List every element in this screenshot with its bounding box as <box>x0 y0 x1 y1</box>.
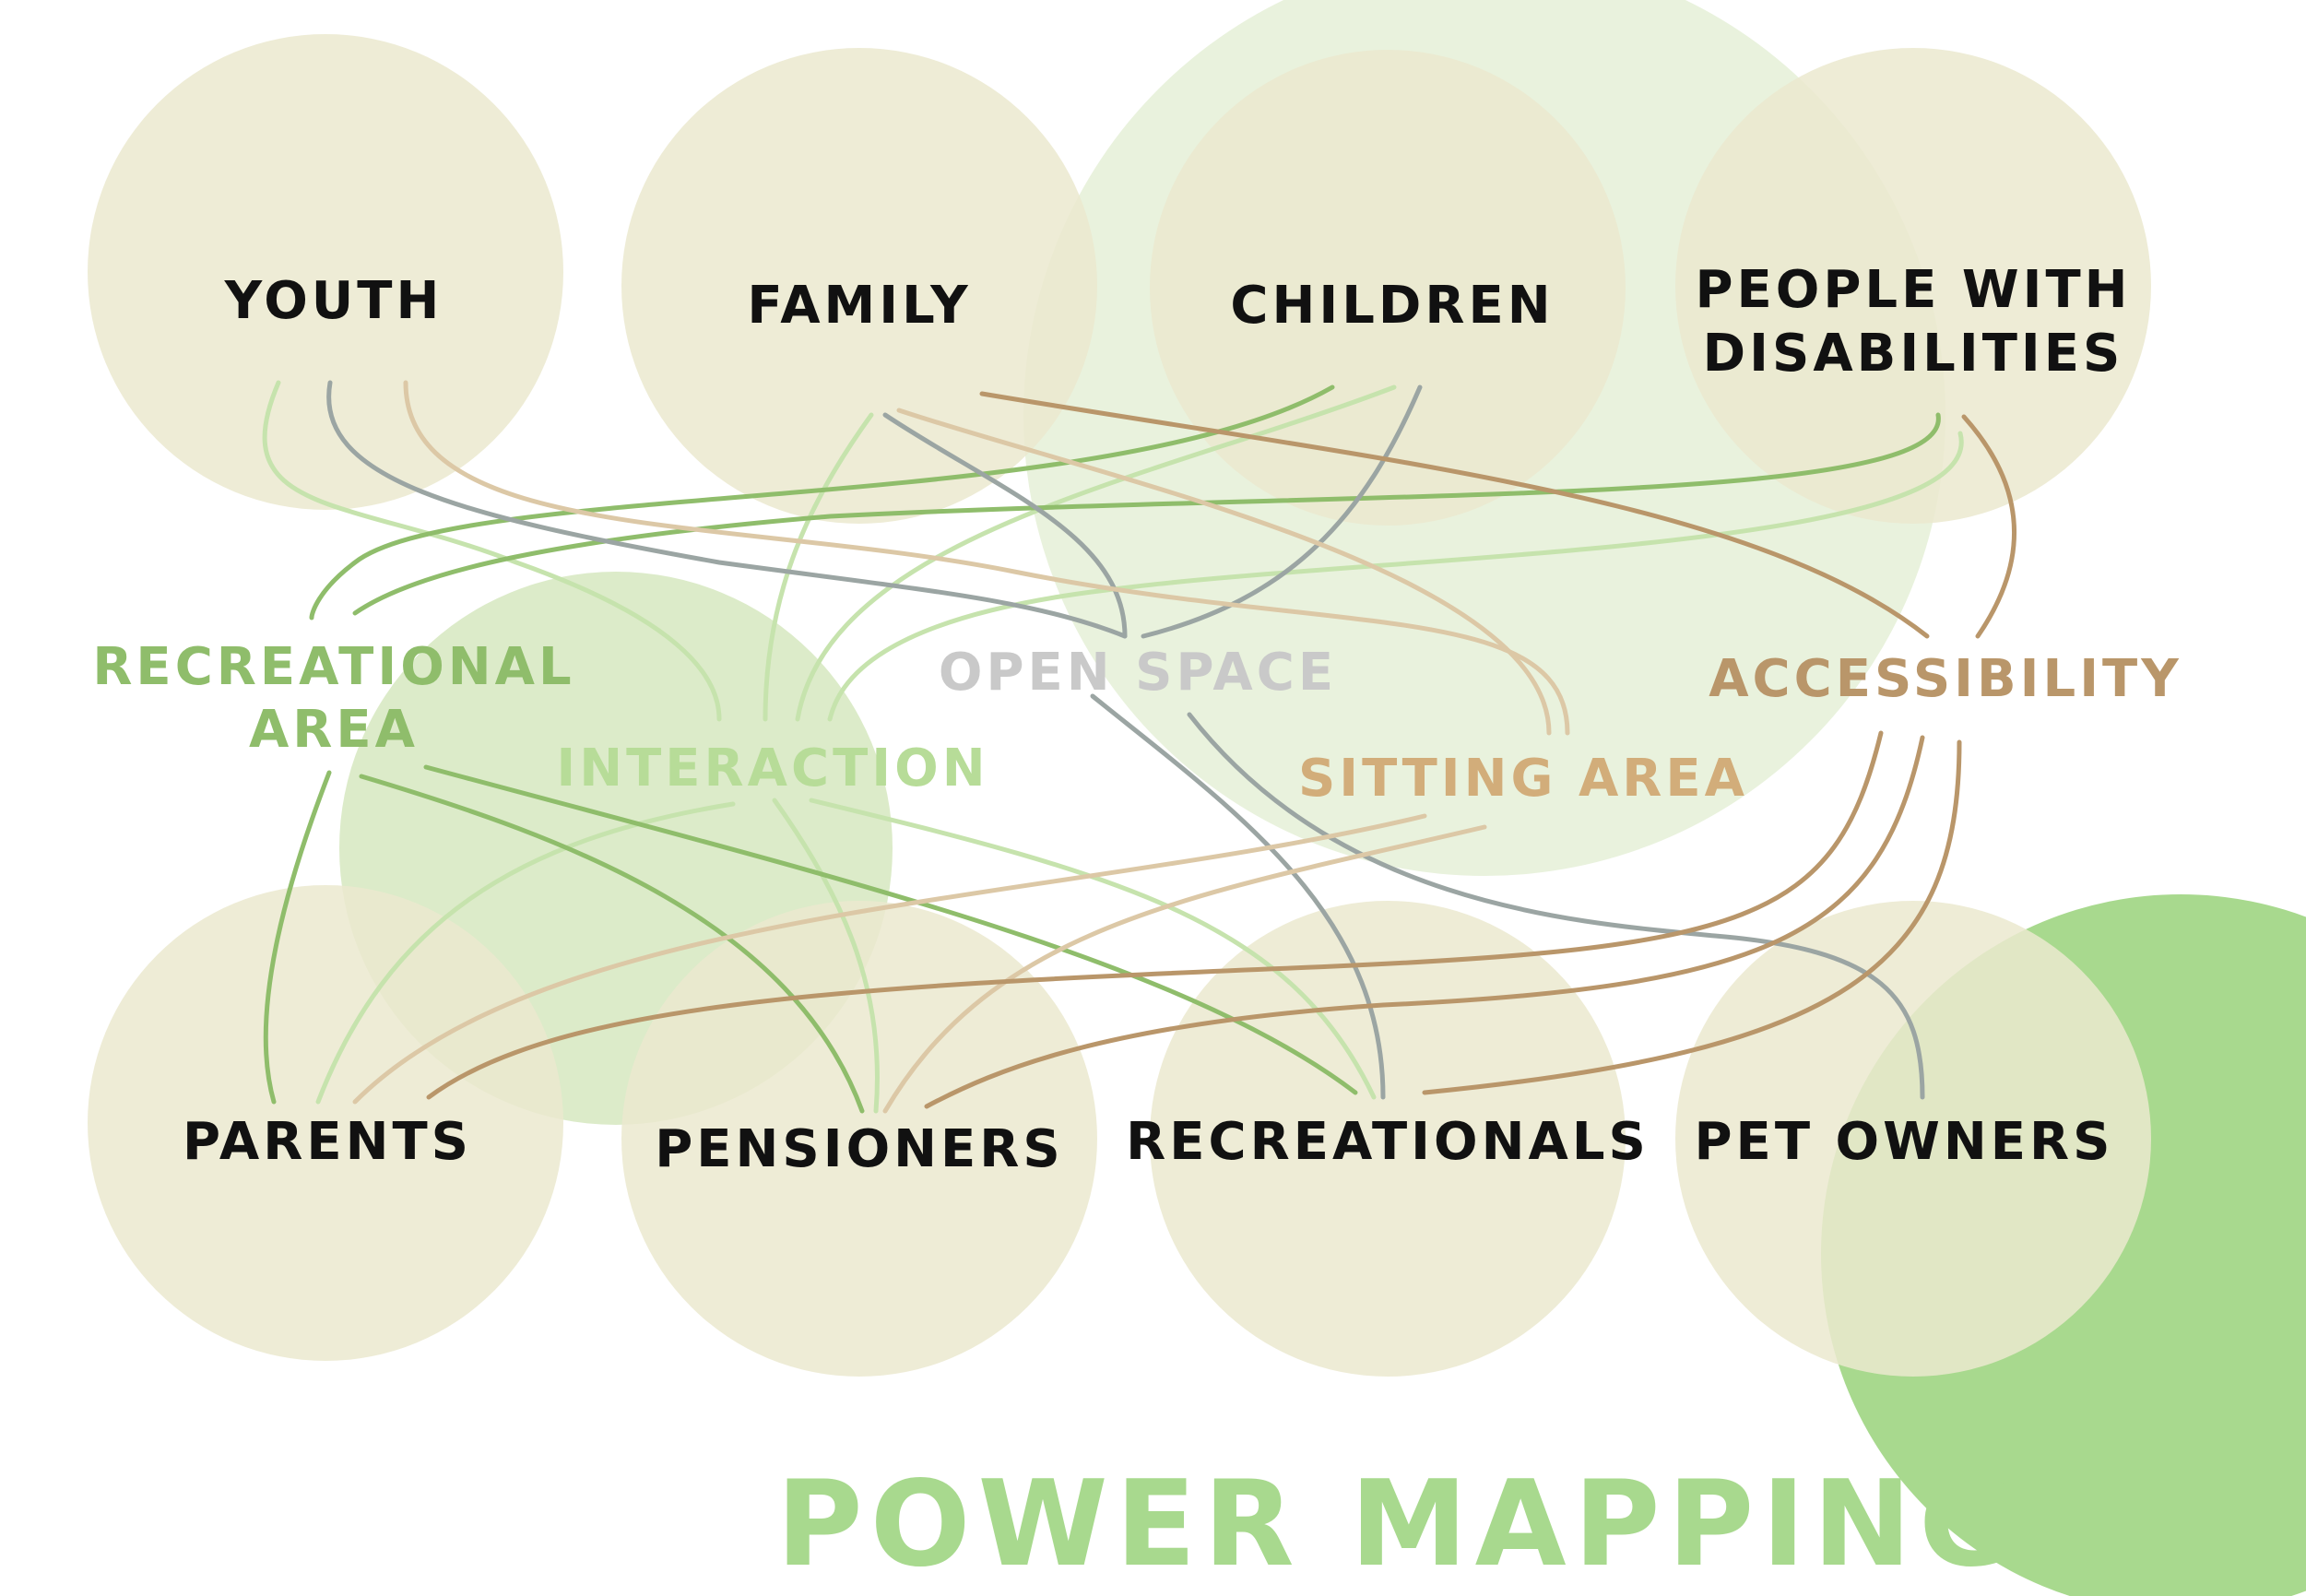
link-recreational-area-recreationals <box>423 764 1358 1095</box>
people-with-disabilities-label-line2: DISABILITIES <box>1703 324 2124 384</box>
children-label: CHILDREN <box>1230 276 1554 336</box>
link-disabilities-recreational-area <box>352 412 1941 616</box>
connection-links <box>262 380 2017 1114</box>
pet-owners-label: PET OWNERS <box>1695 1112 2114 1172</box>
people-with-disabilities-label-line1: PEOPLE WITH <box>1695 260 2131 320</box>
recreationals-circle <box>1150 901 1626 1377</box>
page-title: POWER MAPPING <box>776 1456 2023 1593</box>
family-label: FAMILY <box>747 276 971 336</box>
open-space-label: OPEN SPACE <box>939 643 1337 703</box>
link-sitting-area-parents <box>352 813 1427 1105</box>
family-circle <box>621 48 1097 524</box>
link-recreational-area-pensioners <box>359 774 865 1114</box>
link-youth-sitting-area <box>403 380 1570 736</box>
link-disabilities-accessibility <box>1961 414 2017 639</box>
link-interaction-pensioners <box>772 798 881 1114</box>
youth-circle <box>88 34 563 510</box>
link-youth-open-space <box>326 380 1128 639</box>
link-disabilities-interaction <box>827 431 1964 722</box>
sitting-area-label: SITTING AREA <box>1298 749 1748 809</box>
pensioners-label: PENSIONERS <box>655 1119 1064 1179</box>
link-family-open-space <box>882 412 1128 639</box>
parents-label: PARENTS <box>183 1112 472 1172</box>
link-accessibility-pensioners <box>924 735 1925 1109</box>
link-children-interaction <box>795 384 1397 722</box>
link-accessibility-parents <box>426 730 1884 1100</box>
link-family-interaction <box>763 412 874 722</box>
children-circle <box>1150 50 1626 526</box>
link-youth-interaction <box>262 380 722 722</box>
youth-label: YOUTH <box>224 271 443 331</box>
link-children-open-space <box>1141 384 1423 639</box>
parents-circle <box>88 885 563 1361</box>
pensioners-circle <box>621 901 1097 1377</box>
link-family-accessibility <box>979 391 1930 639</box>
recreational-area-label-line1: RECREATIONAL <box>92 637 574 697</box>
interaction-label: INTERACTION <box>556 739 988 798</box>
stakeholder-circles <box>88 34 2151 1377</box>
recreational-area-label-line2: AREA <box>249 700 419 760</box>
people-with-disabilities-circle <box>1675 48 2151 524</box>
link-interaction-parents <box>315 801 736 1105</box>
link-sitting-area-pensioners <box>882 824 1487 1114</box>
stakeholder-labels: YOUTH FAMILY CHILDREN PEOPLE WITH DISABI… <box>183 260 2131 1179</box>
link-accessibility-recreationals <box>1422 739 1962 1095</box>
theme-labels: RECREATIONAL AREA INTERACTION OPEN SPACE… <box>92 637 2182 809</box>
accessibility-label: ACCESSIBILITY <box>1709 649 2182 709</box>
link-interaction-recreationals <box>809 798 1377 1100</box>
pet-owners-circle <box>1675 901 2151 1377</box>
link-family-sitting-area <box>896 408 1552 736</box>
link-children-recreational-area <box>309 384 1335 621</box>
link-recreational-area-parents <box>263 770 332 1105</box>
recreationals-label: RECREATIONALS <box>1126 1112 1650 1172</box>
